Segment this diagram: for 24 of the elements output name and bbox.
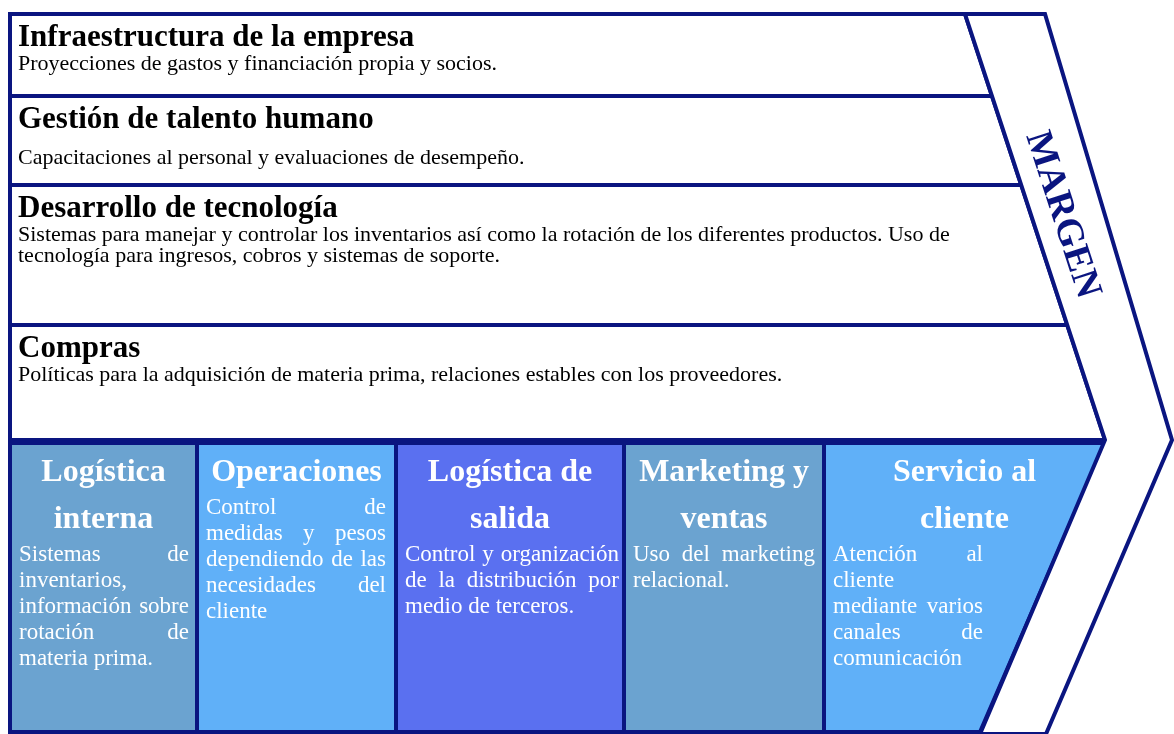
section-heading: Infraestructura de la empresa <box>18 20 415 52</box>
activity-heading: Servicio al cliente <box>891 451 1038 537</box>
activity-text: Sistemas de inventarios, información sobre rotación de materia prima. <box>19 541 189 671</box>
support-activity-box <box>10 14 992 96</box>
section-text: Capacitaciones al personal y evaluaciones de desempeño. <box>18 146 526 167</box>
activity-text: Control y organización de la distribución por medio de terceros. <box>405 541 619 619</box>
activity-heading: Logística de salida <box>426 451 594 537</box>
activity-text: Atención al cliente mediante varios canales de comunicación <box>833 541 983 671</box>
section-text: Proyecciones de gastos y financiación propia y socios. <box>18 52 498 73</box>
section-text: Sistemas para manejar y controlar los inventarios así como la rotación de los diferentes productos. Uso de tecnología para ingresos, cobros y sistemas de soporte. <box>18 223 951 265</box>
primary-activity-box <box>624 443 824 732</box>
activity-heading: Operaciones <box>210 451 383 490</box>
support-activity-box <box>10 325 1105 440</box>
section-heading: Gestión de talento humano <box>18 102 374 134</box>
activity-heading: Logística interna <box>40 451 167 537</box>
activity-heading: Marketing y ventas <box>638 451 810 537</box>
primary-activity-box <box>10 443 197 732</box>
primary-activity-box <box>197 443 396 732</box>
section-text: Políticas para la adquisición de materia prima, relaciones estables con los proveedores. <box>18 363 784 384</box>
activity-text: Control de medidas y pesos dependiendo de las necesidades del cliente <box>206 494 386 624</box>
section-heading: Desarrollo de tecnología <box>18 191 338 223</box>
section-heading: Compras <box>18 331 141 363</box>
primary-activity-box <box>396 443 624 732</box>
activity-text: Uso del marketing relacional. <box>633 541 815 593</box>
